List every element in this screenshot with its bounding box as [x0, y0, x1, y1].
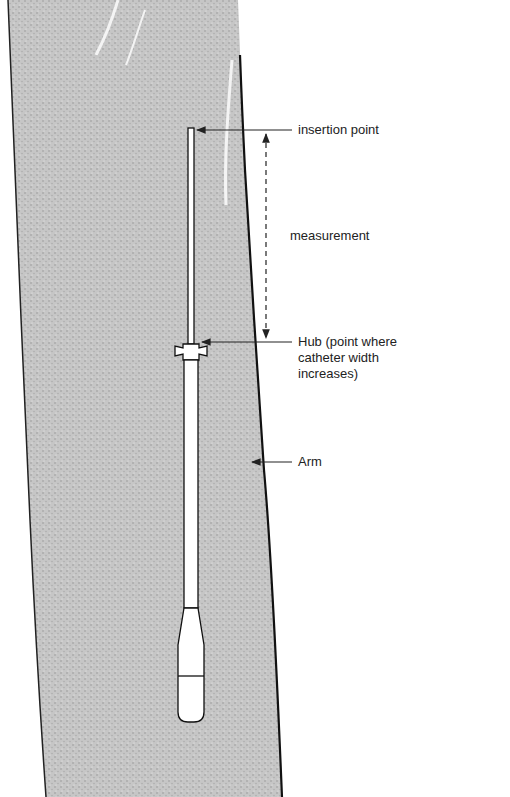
leader-line — [197, 129, 292, 130]
leader-line — [202, 341, 292, 342]
leader-line — [252, 461, 292, 462]
arm-right-edge — [240, 55, 282, 797]
catheter — [175, 128, 207, 722]
skin-crease — [96, 0, 118, 55]
callout-label: insertion point — [298, 122, 458, 138]
skin-crease — [126, 10, 145, 65]
arm-left-edge — [8, 0, 46, 797]
dimension-line — [265, 134, 266, 338]
callout-label: Hub (point where catheter width increase… — [298, 334, 406, 382]
arm-shape — [8, 0, 282, 797]
dimension-label: measurement — [290, 228, 450, 244]
callout-label: Arm — [298, 454, 458, 470]
skin-crease — [225, 60, 232, 205]
